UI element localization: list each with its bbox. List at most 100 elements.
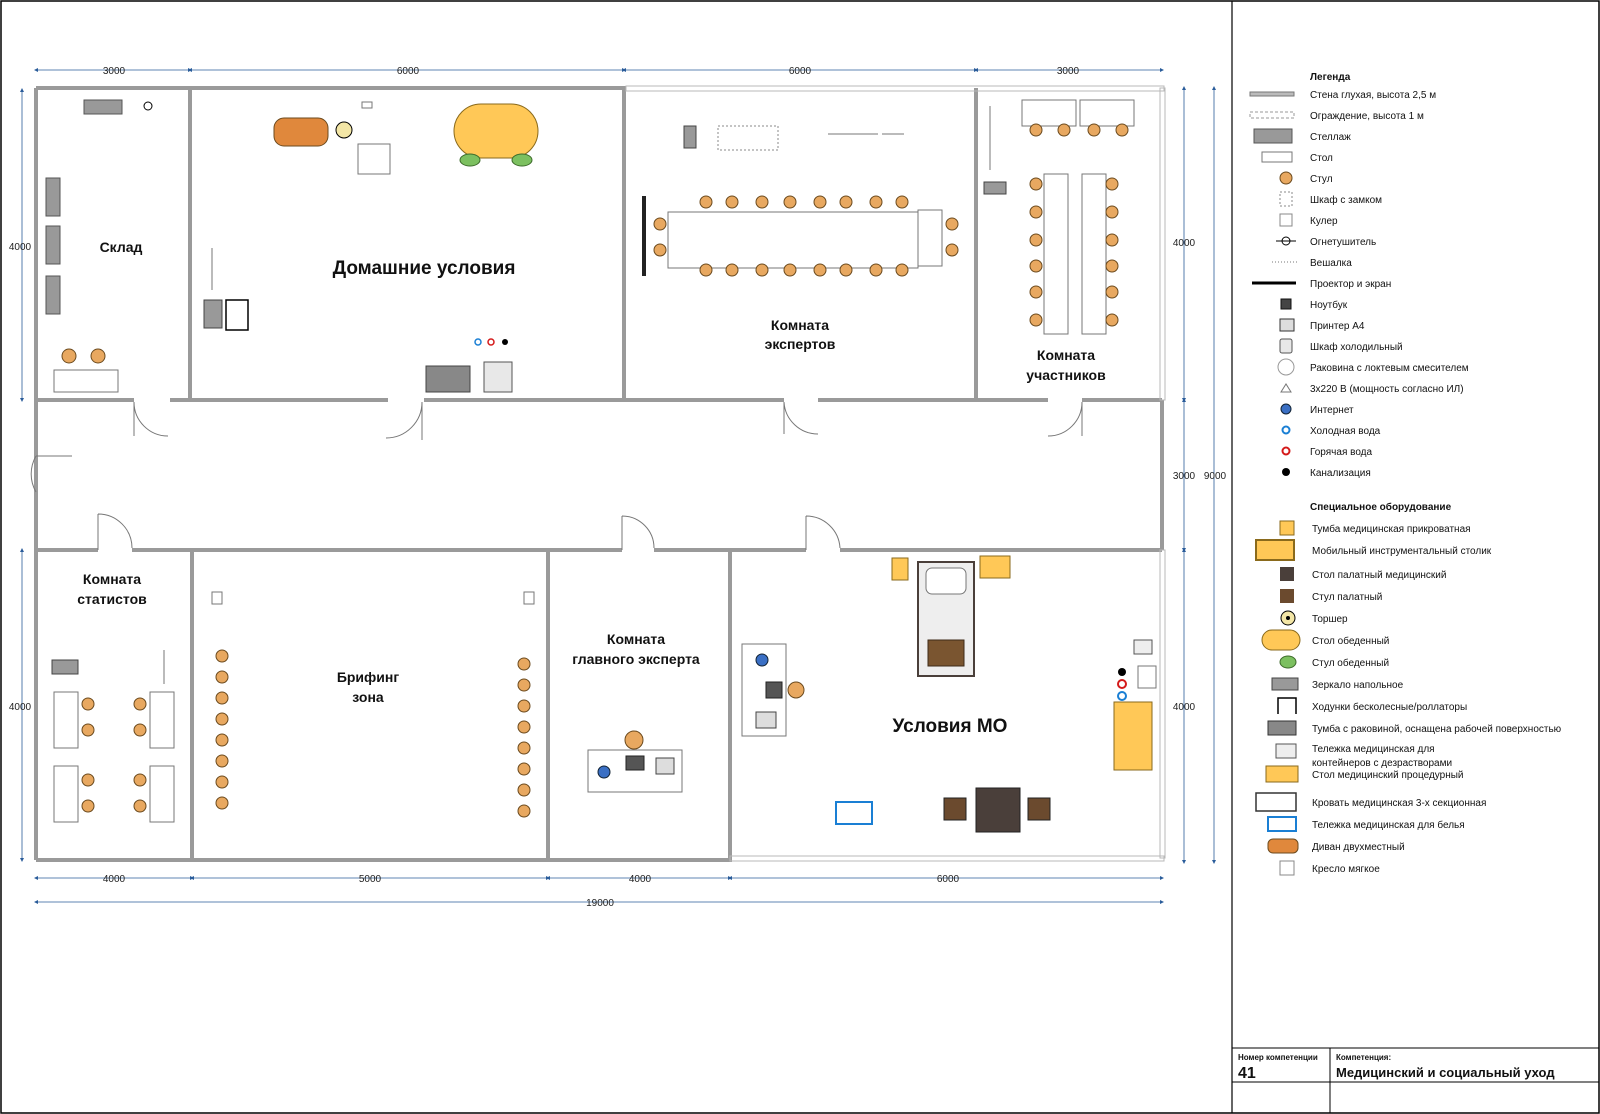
legend-item-label: Стеллаж — [1310, 132, 1351, 143]
legend-item-label: Принтер А4 — [1310, 321, 1365, 332]
legend-special-symbol — [1255, 539, 1295, 561]
legend-special-symbol — [1267, 838, 1299, 854]
legend-special-item-label: Стул обеденный — [1312, 657, 1389, 669]
fences — [625, 85, 1166, 862]
room-label-participants-line1: Комната — [1037, 347, 1095, 363]
room-label-chief-line1: Комната — [607, 631, 665, 647]
dim-bottom-2: 5000 — [359, 874, 382, 885]
dimension-labels: 3000 6000 6000 3000 4000 5000 4000 6000 … — [9, 66, 1227, 909]
legend-symbol — [1253, 128, 1293, 144]
legend-symbol — [1249, 91, 1295, 97]
title-block: Номер компетенции 41 Компетенция: Медици… — [1232, 1047, 1599, 1113]
legend-item-label: Шкаф с замком — [1310, 194, 1382, 206]
competence-number-label: Номер компетенции — [1238, 1053, 1318, 1062]
legend-symbol — [1279, 213, 1293, 227]
dim-right-top: 4000 — [1173, 238, 1196, 249]
legend-symbol — [1279, 338, 1293, 354]
legend-special-symbol — [1265, 765, 1299, 783]
room-label-statists-line1: Комната — [83, 571, 141, 587]
legend-symbol — [1280, 383, 1292, 393]
legend-special-title: Специальное оборудование — [1310, 501, 1452, 513]
dim-right-total: 9000 — [1204, 471, 1227, 482]
room-label-home: Домашние условия — [333, 258, 516, 279]
legend-item-label: Интернет — [1310, 405, 1354, 416]
legend-symbol — [1281, 446, 1291, 456]
legend-special-item-label: Стол медицинский процедурный — [1312, 770, 1464, 781]
room-label-briefing-line2: зона — [352, 689, 384, 705]
legend-item-label: 3х220 В (мощность согласно ИЛ) — [1310, 384, 1464, 395]
legend-special-symbol — [1275, 743, 1297, 759]
legend-item-label: Стена глухая, высота 2,5 м — [1310, 90, 1436, 101]
legend-item-label: Холодная вода — [1310, 426, 1381, 437]
dim-bottom-4: 6000 — [937, 874, 960, 885]
legend-symbol — [1279, 191, 1293, 207]
legend-special-symbols — [1255, 520, 1301, 876]
legend-item-label: Ноутбук — [1310, 299, 1348, 311]
legend-special-symbol — [1279, 520, 1295, 536]
dim-top-1: 3000 — [103, 66, 126, 77]
legend-special-symbol — [1279, 655, 1297, 669]
legend-texts: Стена глухая, высота 2,5 м Ограждение, вы… — [1310, 90, 1469, 479]
room-label-mo: Условия МО — [893, 716, 1008, 737]
legend-special-item-label: Зеркало напольное — [1312, 680, 1404, 691]
legend-symbol — [1280, 298, 1292, 310]
legend-item-label: Вешалка — [1310, 258, 1352, 269]
legend-special-item-label: Кресло мягкое — [1312, 864, 1380, 875]
legend-item-label: Огнетушитель — [1310, 237, 1376, 248]
dim-total: 19000 — [586, 898, 614, 909]
legend-item-label: Канализация — [1310, 468, 1371, 479]
legend-item-label: Горячая вода — [1310, 447, 1373, 458]
legend-symbol — [1282, 468, 1290, 476]
legend-special-symbol — [1255, 792, 1297, 812]
legend-special-symbol — [1280, 567, 1294, 581]
legend-item-label: Ограждение, высота 1 м — [1310, 111, 1424, 122]
dim-right-mid: 3000 — [1173, 471, 1196, 482]
competence-label: Компетенция: — [1336, 1053, 1391, 1062]
room-label-experts-line1: Комната — [771, 317, 829, 333]
legend-symbol — [1281, 425, 1291, 435]
legend-special-symbol — [1280, 610, 1296, 626]
legend-special-symbol — [1271, 677, 1299, 691]
dim-bottom-3: 4000 — [629, 874, 652, 885]
legend-symbol — [1261, 151, 1293, 163]
legend-special-symbol — [1279, 860, 1295, 876]
legend-special-item-label: Ходунки бесколесные/роллаторы — [1312, 701, 1467, 713]
legend-special-symbol — [1277, 697, 1297, 714]
legend-item-label: Раковина с локтевым смесителем — [1310, 363, 1469, 374]
legend-special-item-label: Тележка медицинская для белья — [1312, 819, 1465, 831]
legend-title: Легенда — [1310, 72, 1351, 83]
legend-special-symbol — [1267, 816, 1297, 832]
legend-special-item-label: Стол обеденный — [1312, 635, 1389, 647]
legend-special-item-label: Тумба с раковиной, оснащена рабочей пове… — [1312, 723, 1562, 735]
legend-item-label: Кулер — [1310, 216, 1338, 227]
dim-bottom-1: 4000 — [103, 874, 126, 885]
legend-special-item-label: Тумба медицинская прикроватная — [1312, 523, 1471, 535]
legend: Легенда Стена глухая, высота 2,5 м Огражд… — [1249, 72, 1562, 876]
dimensions — [20, 68, 1216, 904]
dim-left-bottom: 4000 — [9, 702, 32, 713]
room-label-experts-line2: экспертов — [765, 336, 836, 352]
legend-item-label: Стол — [1310, 153, 1333, 164]
legend-item-label: Шкаф холодильный — [1310, 341, 1403, 353]
dim-top-2: 6000 — [397, 66, 420, 77]
legend-special-texts: Тумба медицинская прикроватнаяМобильный … — [1312, 523, 1562, 875]
legend-special-item-label: Диван двухместный — [1312, 842, 1405, 853]
room-label-statists-line2: статистов — [77, 591, 147, 607]
legend-special-item-label: Тележка медицинская для — [1312, 744, 1435, 755]
legend-special-symbol — [1267, 720, 1297, 736]
legend-symbols — [1249, 91, 1298, 476]
legend-symbol — [1280, 403, 1292, 415]
legend-item-label: Стул — [1310, 174, 1333, 185]
legend-special-symbol — [1261, 629, 1301, 651]
room-label-participants-line2: участников — [1026, 367, 1106, 383]
legend-symbol — [1279, 318, 1295, 332]
legend-special-symbol — [1280, 589, 1294, 603]
legend-special-item-label: Стол палатный медицинский — [1312, 570, 1446, 581]
legend-special-item-label: контейнеров с дезрастворами — [1312, 758, 1452, 769]
dim-left-top: 4000 — [9, 242, 32, 253]
competence-number: 41 — [1238, 1065, 1256, 1082]
legend-special-item-label: Кровать медицинская 3-х секционная — [1312, 798, 1486, 809]
room-label-briefing-line1: Брифинг — [337, 669, 400, 685]
